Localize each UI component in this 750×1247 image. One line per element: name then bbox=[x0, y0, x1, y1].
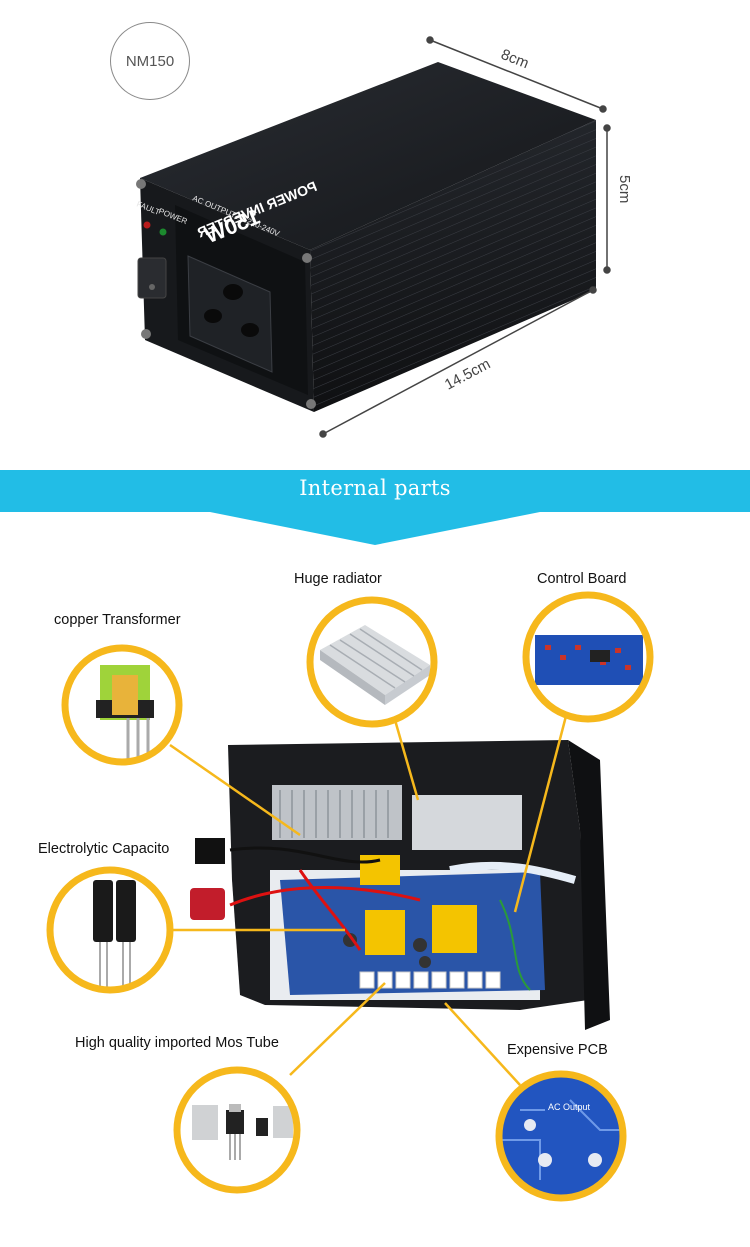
banner-chevron bbox=[200, 510, 550, 545]
model-badge: NM150 bbox=[110, 22, 190, 100]
label-radiator: Huge radiator bbox=[294, 571, 382, 587]
pcb-text: AC Output bbox=[548, 1102, 591, 1112]
callout-transformer bbox=[61, 644, 183, 766]
inverter-top-face bbox=[140, 62, 596, 250]
label-transformer: copper Transformer bbox=[54, 612, 181, 628]
callout-lines bbox=[169, 715, 568, 1086]
open-inverter-photo bbox=[190, 740, 610, 1030]
dimension-lines bbox=[319, 36, 611, 438]
ac-socket bbox=[187, 255, 273, 373]
label-control-board: Control Board bbox=[537, 571, 627, 587]
model-label: NM150 bbox=[125, 52, 175, 70]
callout-pcb: AC Output bbox=[495, 1070, 627, 1202]
fault-led bbox=[143, 221, 151, 229]
width-dimension: 8cm bbox=[499, 46, 532, 72]
section-banner bbox=[0, 470, 750, 512]
callout-capacitor bbox=[46, 866, 174, 994]
power-switch bbox=[137, 257, 167, 299]
product-illustration: FAULT POWER AC OUTPUT AC220-240V POWER I… bbox=[135, 36, 633, 438]
internal-parts-diagram: AC Output bbox=[46, 591, 654, 1202]
callout-control-board bbox=[522, 591, 654, 723]
callout-mos-tube bbox=[173, 1066, 301, 1194]
length-dimension: 14.5cm bbox=[442, 355, 493, 393]
height-dimension: 5cm bbox=[616, 175, 633, 203]
power-led bbox=[159, 228, 167, 236]
callout-radiator bbox=[306, 596, 438, 728]
label-capacitor: Electrolytic Capacito bbox=[38, 841, 170, 857]
label-pcb: Expensive PCB bbox=[507, 1042, 608, 1058]
section-title: Internal parts bbox=[299, 476, 451, 500]
label-mos-tube: High quality imported Mos Tube bbox=[75, 1035, 279, 1051]
